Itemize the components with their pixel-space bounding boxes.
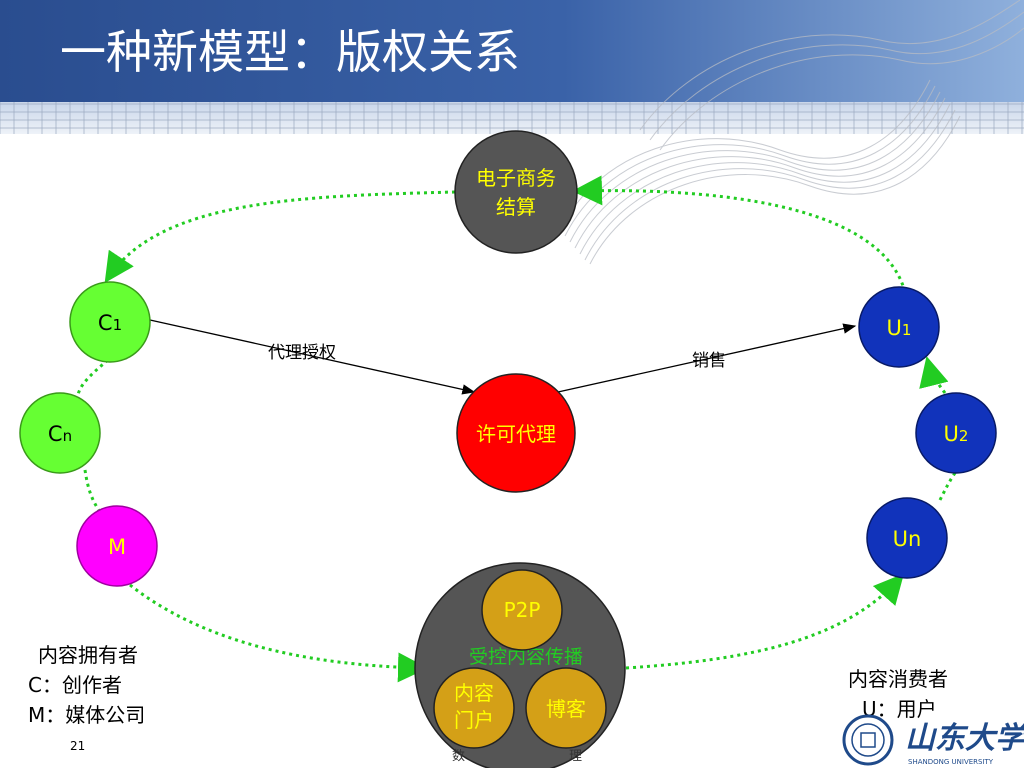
node-m-label: M [108, 535, 126, 559]
arrow-agent-to-u1 [557, 323, 857, 393]
node-m: M [76, 505, 158, 587]
legend-content-consumer: 内容消费者 U：用户 [848, 667, 948, 721]
arc-bottom-left [129, 583, 428, 683]
university-logo-text: 山东大学 [905, 721, 1024, 756]
university-logo: 山东大学 SHANDONG UNIVERSITY [842, 714, 1024, 766]
node-cn-base: C [48, 422, 63, 446]
arc-left-1 [76, 358, 109, 396]
node-c1-base: C [98, 311, 113, 335]
legend-content-owner: 内容拥有者 C：创作者 M：媒体公司 [28, 643, 145, 727]
node-un-label: Un [893, 527, 922, 551]
node-u2: U2 [915, 392, 997, 474]
node-ecommerce-line2: 结算 [496, 195, 536, 219]
node-license-agent-label: 许可代理 [476, 422, 556, 446]
node-portal-line1: 内容 [454, 681, 494, 705]
legend-left-line3: M：媒体公司 [28, 703, 145, 727]
node-u2-base: U [944, 422, 959, 446]
slide-title: 一种新模型：版权关系 [60, 25, 520, 79]
node-c1: C1 [69, 281, 151, 363]
header-band [0, 0, 1024, 134]
node-p2p: P2P [481, 569, 563, 651]
svg-text:C1: C1 [98, 311, 122, 335]
university-logo-subtext: SHANDONG UNIVERSITY [908, 758, 994, 766]
arc-bottom-right [625, 573, 904, 670]
arc-right-1 [938, 472, 957, 501]
node-blog: 博客 [525, 667, 607, 749]
arc-top-right [572, 175, 907, 293]
svg-text:U2: U2 [944, 422, 969, 446]
node-controlled-distribution-label: 受控内容传播 [469, 646, 583, 668]
legend-right-line1: 内容消费者 [848, 667, 948, 691]
arc-left-2 [83, 469, 102, 513]
edge-label-proxy-auth: 代理授权 [268, 343, 336, 363]
node-cn-sub: n [63, 427, 73, 445]
node-u1-sub: 1 [902, 321, 912, 339]
legend-left-line2: C：创作者 [28, 673, 122, 697]
svg-text:Cn: Cn [48, 422, 72, 446]
edge-label-sales: 销售 [692, 351, 726, 371]
node-license-agent: 许可代理 [456, 373, 576, 493]
node-un: Un [866, 497, 948, 579]
university-seal-icon [842, 714, 894, 766]
node-portal-line2: 门户 [454, 708, 494, 732]
node-p2p-label: P2P [504, 598, 541, 622]
node-content-portal: 内容 门户 [433, 667, 515, 749]
footer-text: 数 理 [452, 749, 582, 764]
svg-text:U1: U1 [887, 316, 912, 340]
dotted-cycle [76, 175, 957, 683]
legend-left-line1: 内容拥有者 [38, 643, 138, 667]
node-u2-sub: 2 [959, 427, 969, 445]
node-c1-sub: 1 [113, 316, 123, 334]
node-ecommerce-settlement: 电子商务 结算 [454, 130, 578, 254]
node-ecommerce-line1: 电子商务 [476, 166, 556, 190]
node-cn: Cn [19, 392, 101, 474]
node-blog-label: 博客 [546, 697, 586, 721]
arc-top-left [104, 190, 456, 283]
arc-right-2 [919, 356, 949, 394]
arrow-c1-to-agent [149, 319, 476, 395]
decorative-swirl [559, 0, 1024, 265]
node-u1: U1 [858, 286, 940, 368]
agent-arrows [149, 319, 857, 395]
page-number: 21 [70, 739, 85, 753]
node-u1-base: U [887, 316, 902, 340]
